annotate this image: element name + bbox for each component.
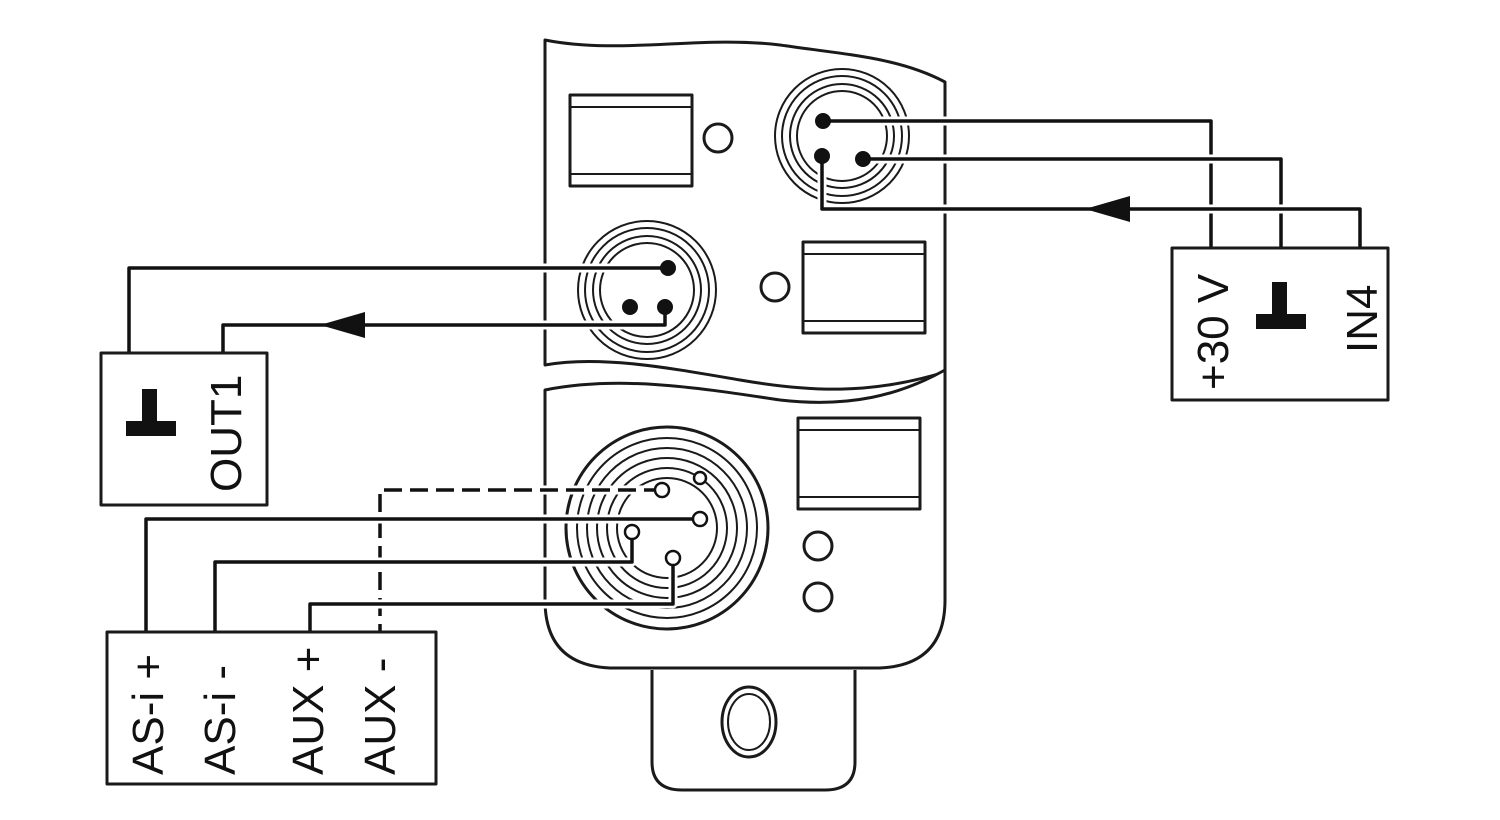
connector-asi-bus <box>564 425 770 631</box>
wire-aux-minus <box>375 485 662 632</box>
mounting-hole-inner <box>727 693 771 751</box>
led-indicator-3 <box>802 530 834 562</box>
pin-in-3 <box>855 151 871 167</box>
aux-minus-label: AUX - <box>356 658 405 775</box>
label-plate-bottom <box>796 416 922 511</box>
pin-asi-3 <box>691 510 709 528</box>
wire-input-signal <box>817 156 1365 248</box>
pin-asi-1 <box>653 481 671 499</box>
pin-asi-4 <box>623 523 641 541</box>
wire-asi-plus <box>141 514 700 632</box>
label-plate-middle <box>801 240 927 335</box>
wire-asi-minus <box>210 532 637 632</box>
input-label: IN4 <box>1338 285 1387 353</box>
pin-asi-2 <box>692 470 708 486</box>
arrow-icon <box>320 312 365 338</box>
wire-aux-plus <box>305 558 678 632</box>
connector-output-socket <box>577 220 717 360</box>
led-indicator-1 <box>702 122 734 154</box>
terminal-block-output: OUT1 <box>99 351 269 507</box>
output-label: OUT1 <box>202 375 251 492</box>
terminal-block-input: +30 V IN4 <box>1170 246 1390 402</box>
label-plate-top <box>568 93 694 188</box>
pin-out-2 <box>622 299 638 315</box>
arrow-icon <box>1085 196 1130 222</box>
aux-plus-label: AUX + <box>284 647 333 775</box>
led-indicator-2 <box>759 271 791 303</box>
pin-out-3 <box>657 299 673 315</box>
asi-minus-label: AS-i - <box>196 665 245 775</box>
pin-asi-5 <box>664 549 682 567</box>
mounting-hole <box>720 685 778 759</box>
asi-plus-label: AS-i + <box>124 654 173 775</box>
pin-in-2 <box>814 148 830 164</box>
terminal-block-asi: AS-i + AS-i - AUX + AUX - <box>105 630 438 786</box>
connector-input-socket <box>774 68 910 204</box>
ground-symbol <box>1256 282 1306 329</box>
pin-in-1 <box>815 113 831 129</box>
ground-symbol <box>126 389 176 436</box>
pin-out-1 <box>660 260 676 276</box>
wire-ground-right <box>863 154 1286 248</box>
led-indicator-4 <box>802 581 834 613</box>
wire-ground-left <box>124 263 668 353</box>
supply-label: +30 V <box>1189 273 1238 390</box>
wire-output-signal <box>218 307 670 353</box>
